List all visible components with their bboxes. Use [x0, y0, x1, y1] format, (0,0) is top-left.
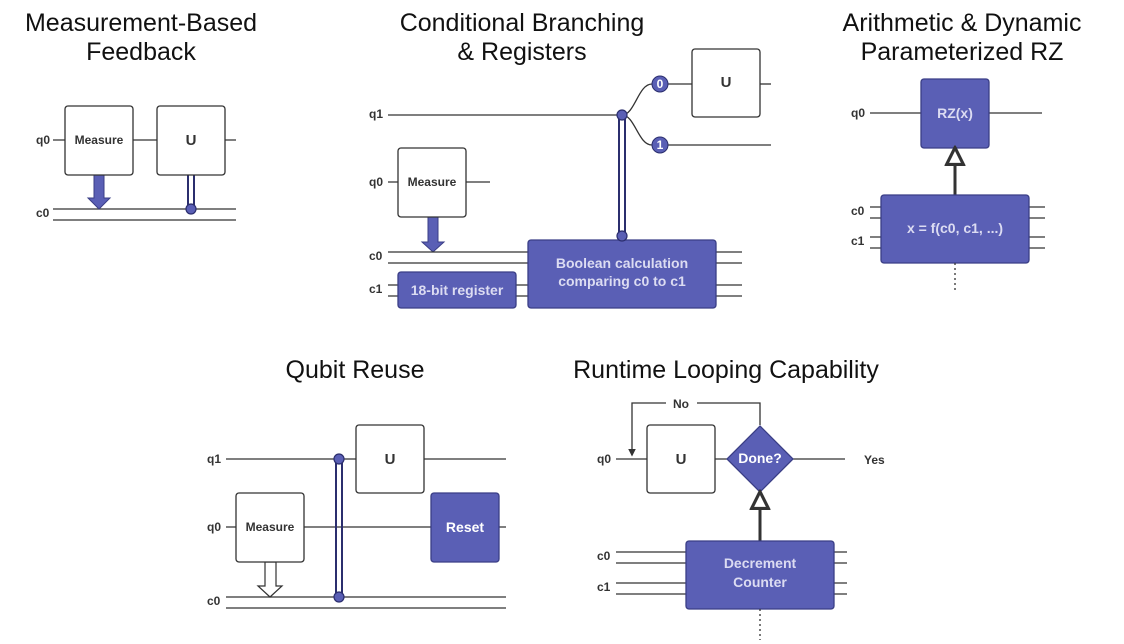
gate-u-label: U	[385, 451, 396, 468]
gate-rz-label: RZ(x)	[937, 105, 973, 121]
panel-conditional-branching: Conditional Branching & Registers q1 0 1…	[369, 9, 771, 309]
gate-u-label: U	[721, 74, 732, 91]
measure-label: Measure	[246, 520, 295, 534]
gate-u-label: U	[676, 451, 687, 468]
reset-label: Reset	[446, 519, 484, 535]
wire-label-c0: c0	[851, 204, 865, 218]
branch-0-label: 0	[657, 77, 664, 91]
register-label: 18-bit register	[411, 282, 504, 298]
loop-wire-right	[697, 402, 761, 425]
function-label: x = f(c0, c1, ...)	[907, 220, 1003, 236]
control-dot-bottom	[333, 591, 345, 603]
measure-arrow	[256, 561, 284, 598]
wire-label-c0: c0	[597, 549, 611, 563]
panel-measurement-feedback: Measurement-Based Feedback q0 c0 Measure…	[25, 9, 257, 221]
branching-title-line1: Conditional Branching	[400, 9, 645, 37]
wire-label-c1: c1	[851, 234, 865, 248]
control-dot	[185, 203, 197, 215]
branching-title-line2: & Registers	[457, 38, 586, 66]
wire-label-q0: q0	[369, 175, 383, 189]
feedback-title-line2: Feedback	[86, 38, 196, 66]
branch-1-badge	[651, 136, 669, 154]
control-dot-top	[333, 453, 345, 465]
loop-no-label: No	[673, 397, 689, 411]
wire-label-c0: c0	[36, 206, 50, 220]
wire-label-q0: q0	[36, 133, 50, 147]
gate-u	[691, 48, 761, 118]
measure-gate	[397, 147, 467, 218]
gate-u-label: U	[186, 132, 197, 149]
boolean-label-line1: Boolean calculation	[556, 255, 688, 271]
gate-u	[646, 424, 716, 494]
measure-gate	[64, 105, 134, 176]
feedback-title-line1: Measurement-Based	[25, 9, 257, 37]
arithmetic-title-line1: Arithmetic & Dynamic	[843, 9, 1082, 37]
arithmetic-title-line2: Parameterized RZ	[861, 38, 1064, 66]
reuse-title: Qubit Reuse	[286, 356, 425, 384]
wire-label-q1: q1	[369, 107, 383, 121]
wire-label-c0: c0	[369, 249, 383, 263]
measure-arrow	[86, 174, 112, 210]
wire-label-c0: c0	[207, 594, 221, 608]
gate-u	[156, 105, 226, 176]
measure-label: Measure	[75, 133, 124, 147]
counter-label-line2: Counter	[733, 574, 787, 590]
loop-wire-left	[628, 402, 666, 457]
wire-label-q0: q0	[851, 106, 865, 120]
wire-label-q0: q0	[207, 520, 221, 534]
reset-gate	[430, 492, 500, 563]
wire-label-q0: q0	[597, 452, 611, 466]
exit-yes-label: Yes	[864, 453, 885, 467]
register-block	[397, 271, 517, 309]
looping-title: Runtime Looping Capability	[573, 356, 879, 384]
panel-qubit-reuse: Qubit Reuse q1 U q0 c0 Measure Reset	[207, 356, 506, 609]
panel-arithmetic-rz: Arithmetic & Dynamic Parameterized RZ q0…	[843, 9, 1082, 292]
decision-label: Done?	[738, 450, 782, 466]
wire-label-c1: c1	[597, 580, 611, 594]
control-dot-bottom	[616, 230, 628, 242]
measure-gate	[235, 492, 305, 563]
measure-label: Measure	[408, 175, 457, 189]
branch-0-badge	[651, 75, 669, 93]
wire-label-q1: q1	[207, 452, 221, 466]
boolean-label-line2: comparing c0 to c1	[558, 273, 686, 289]
branch-wire-1	[621, 114, 771, 146]
branch-1-label: 1	[657, 138, 664, 152]
counter-label-line1: Decrement	[724, 555, 797, 571]
panel-runtime-looping: Runtime Looping Capability No q0 U Done?…	[573, 356, 885, 640]
measure-arrow	[420, 216, 446, 253]
wire-label-c1: c1	[369, 282, 383, 296]
gate-u	[355, 424, 425, 494]
control-dot-top	[616, 109, 628, 121]
